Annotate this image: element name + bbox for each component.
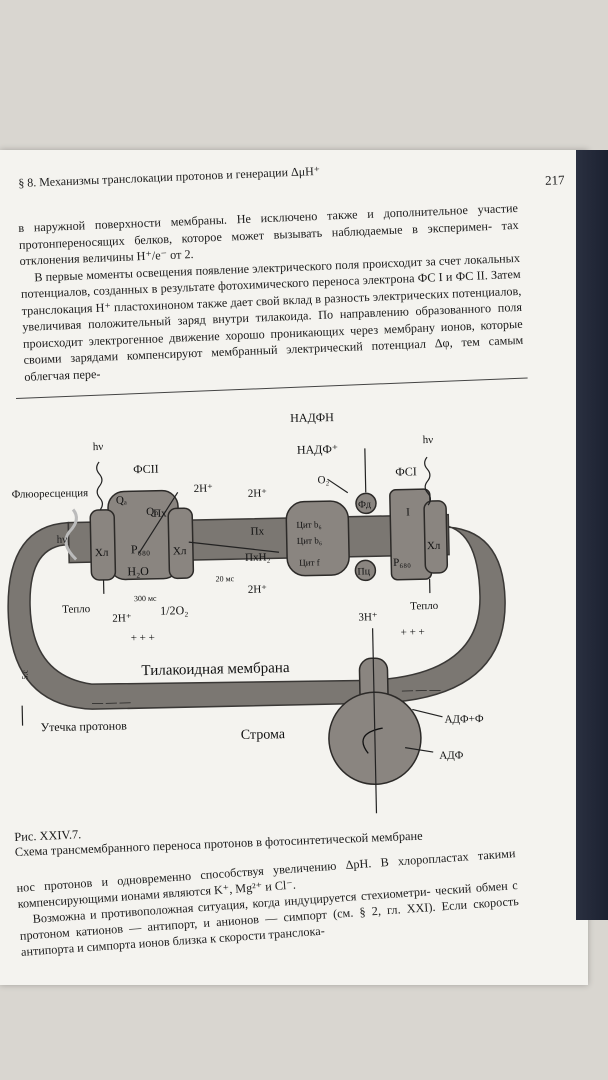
ps2-antenna-right bbox=[167, 507, 195, 580]
heat-left-label: Тепло bbox=[62, 603, 91, 616]
qa-label: Qₐ bbox=[116, 494, 127, 506]
adp-label: АДФ bbox=[439, 749, 464, 762]
ms300-label: 300 мс bbox=[134, 594, 157, 603]
chlorophyll-right-label: Хл bbox=[173, 545, 187, 557]
minus-right-label: — — — bbox=[401, 684, 442, 697]
hv-right-label: hν bbox=[423, 434, 434, 446]
px-small-label: Пх bbox=[153, 508, 167, 520]
water-label: H₂O bbox=[127, 564, 149, 578]
proton-leak-label: Утечка протонов bbox=[40, 718, 127, 734]
ps1-antenna bbox=[423, 500, 449, 574]
adp-f-label: АДФ+Ф bbox=[444, 713, 484, 726]
nadph-label: НАДФН bbox=[290, 410, 334, 425]
two-h-bottom-label: 2H⁺ bbox=[248, 583, 268, 595]
px-label: Пх bbox=[250, 526, 264, 538]
p680-right-label: P₆₈₀ bbox=[393, 556, 411, 568]
body-text-top: в наружной поверхности мембраны. Не искл… bbox=[18, 200, 524, 385]
nadp-label: НАДФ⁺ bbox=[297, 442, 339, 457]
book-cover-edge bbox=[576, 150, 608, 920]
ms20-label: 20 мс bbox=[215, 574, 234, 583]
qb-label: Qₙ bbox=[146, 506, 159, 518]
minus-left-label: — — — bbox=[91, 696, 132, 709]
cyt-b6-1-label: Цит b₆ bbox=[296, 519, 321, 530]
thylakoid-membrane bbox=[7, 521, 506, 710]
stroma-label: Строма bbox=[241, 727, 286, 743]
two-h-mid-label: 2H⁺ bbox=[248, 487, 268, 499]
plus-right-label: + + + bbox=[401, 626, 425, 639]
ps1-label: ФСI bbox=[395, 464, 417, 478]
hv-inner-label: hν bbox=[57, 534, 68, 546]
half-o2-label: 1/2O₂ bbox=[160, 603, 188, 618]
pxh2-label: ПхH₂ bbox=[245, 551, 271, 564]
two-h-left-label: 2H⁺ bbox=[112, 612, 132, 624]
i-label: I bbox=[406, 506, 410, 518]
ps2-antenna-left bbox=[89, 509, 117, 581]
page-number: 217 bbox=[544, 172, 565, 188]
chlorophyll-ps1-label: Хл bbox=[427, 540, 441, 552]
diagram-svg: hν hν hν Флюоресценция ФСII ФСI Qₐ Qₙ Пх… bbox=[7, 410, 506, 814]
pc-label: Пц bbox=[357, 566, 370, 577]
chlorophyll-left-label: Хл bbox=[95, 547, 109, 559]
fd-circle bbox=[355, 492, 377, 515]
hv-left-label: hν bbox=[93, 441, 104, 453]
cyt-b6-2-label: Цит b₆ bbox=[297, 535, 322, 546]
figure-diagram: hν hν hν Флюоресценция ФСII ФСI Qₐ Qₙ Пх… bbox=[0, 400, 588, 820]
pc-circle bbox=[354, 559, 377, 582]
p680-label: P₆₈₀ bbox=[131, 542, 151, 556]
cytochrome-complex bbox=[285, 500, 350, 577]
plus-left-label: + + + bbox=[131, 632, 155, 645]
membrane-label: Тилакоидная мембрана bbox=[141, 660, 290, 679]
two-h-ps2-label: 2H⁺ bbox=[194, 483, 214, 495]
paragraph: В первые моменты освещения появление эле… bbox=[20, 250, 524, 384]
fluorescence-label: Флюоресценция bbox=[12, 487, 89, 501]
three-h-label: 3H⁺ bbox=[358, 611, 378, 623]
fd-label: Фд bbox=[358, 499, 371, 510]
o2-label: O₂ bbox=[317, 474, 329, 486]
side-label: 5.с bbox=[20, 669, 29, 679]
heat-right-label: Тепло bbox=[410, 600, 439, 613]
cyt-f-label: Цит f bbox=[299, 557, 320, 567]
ps2-label: ФСII bbox=[133, 462, 159, 477]
